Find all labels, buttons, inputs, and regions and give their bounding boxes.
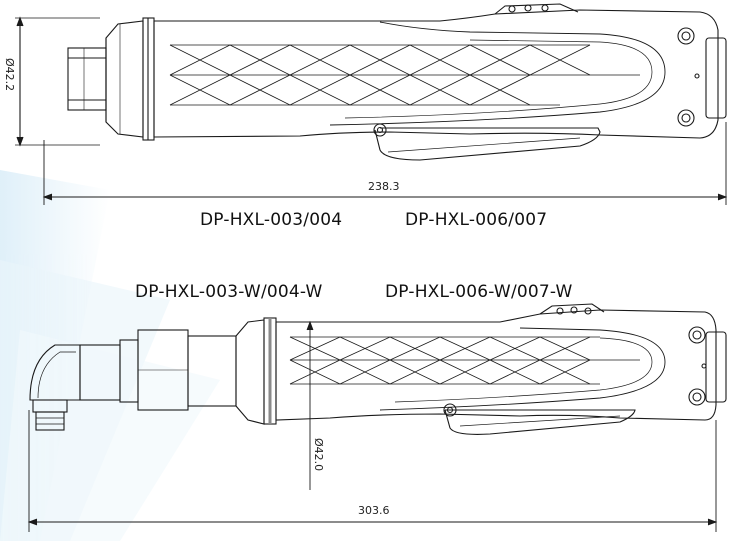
top-length-label: 238.3 [368,180,400,193]
top-length-dimension [42,122,728,205]
bottom-diameter-dimension [306,320,314,490]
bottom-grip-pattern [289,336,640,385]
top-model-left: DP-HXL-003/004 [200,210,343,230]
background-decoration [0,170,220,541]
top-diameter-label: Ø42.2 [3,58,16,92]
bottom-length-dimension [27,410,718,532]
top-model-right: DP-HXL-006/007 [405,210,548,230]
bottom-model-right: DP-HXL-006-W/007-W [385,282,573,302]
bottom-model-left: DP-HXL-003-W/004-W [135,282,323,302]
bottom-tool [29,303,727,435]
top-grip-pattern [169,44,640,106]
top-tool [15,3,727,161]
bottom-diameter-label: Ø42.0 [312,438,325,472]
bottom-length-label: 303.6 [358,504,390,517]
